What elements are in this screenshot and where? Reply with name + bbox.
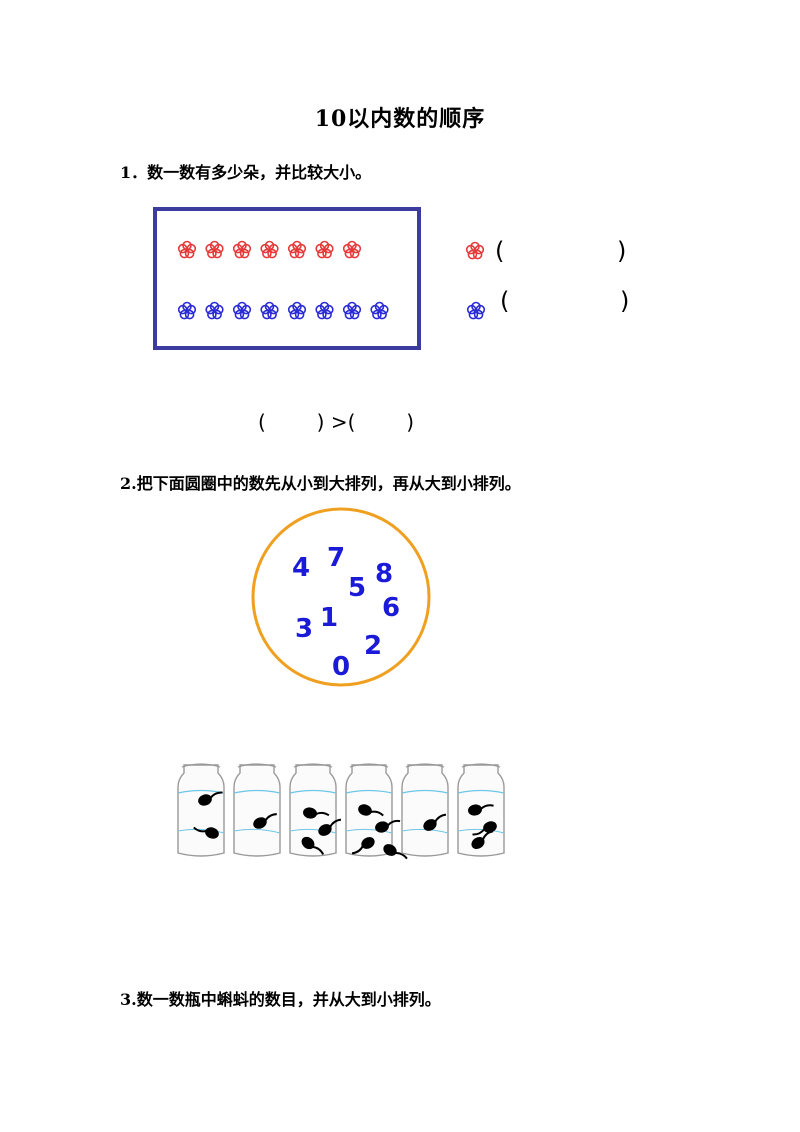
- flower-icon: [205, 240, 224, 259]
- flower-icon: [177, 240, 197, 259]
- circle-number: 3: [295, 614, 313, 644]
- flower-icon: [287, 301, 307, 320]
- number-circle: 4 7 5 8 6 3 1 2 0: [251, 507, 431, 687]
- flower-icon: [232, 301, 252, 320]
- tadpole-icon: [193, 826, 219, 839]
- flower-icon: [465, 241, 485, 260]
- red-flower-icon: [465, 241, 485, 260]
- tadpole-icon: [468, 804, 494, 816]
- compare-answer[interactable]: ( ) >( ): [258, 410, 415, 434]
- jar: [401, 763, 449, 857]
- tadpole-icon: [303, 807, 330, 819]
- orange-circle: [251, 507, 431, 687]
- circle-number: 7: [327, 543, 345, 573]
- red-answer-paren-left[interactable]: (: [495, 237, 505, 265]
- flower-icon: [260, 301, 279, 320]
- blue-flower-row: [177, 301, 389, 320]
- tadpole-icon: [375, 819, 401, 833]
- circle-number: 2: [364, 631, 382, 661]
- flower-icon: [315, 301, 334, 320]
- tadpole-icon: [472, 821, 497, 836]
- tadpole-icon: [358, 804, 384, 817]
- circle-number: 4: [292, 553, 310, 583]
- tadpole-jars: [177, 763, 505, 860]
- blue-answer-paren-right[interactable]: ): [620, 287, 630, 315]
- circle-number: 0: [332, 652, 350, 682]
- flower-icon: [287, 240, 307, 259]
- flower-icon: [342, 301, 362, 320]
- red-answer-paren-right[interactable]: ): [617, 237, 627, 265]
- question-1-text: 1．数一数有多少朵，并比较大小。: [120, 163, 372, 182]
- jar: [233, 763, 281, 857]
- blue-answer-paren-left[interactable]: (: [500, 287, 510, 315]
- question-2-text: 2.把下面圆圈中的数先从小到大排列，再从大到小排列。: [120, 474, 521, 493]
- flower-icon: [205, 301, 224, 320]
- tadpole-icon: [253, 813, 277, 829]
- flower-icon: [315, 240, 334, 259]
- tadpole-icon: [383, 844, 408, 860]
- tadpole-icon: [471, 830, 494, 850]
- flower-icon: [370, 301, 389, 320]
- circle-number: 5: [348, 573, 366, 603]
- flower-icon: [342, 240, 362, 259]
- flower-icon: [232, 240, 252, 259]
- circle-number: 6: [382, 593, 400, 623]
- flower-icon: [260, 240, 279, 259]
- flower-icon: [466, 301, 486, 320]
- tadpole-icon: [198, 791, 223, 806]
- circle-number: 8: [375, 559, 393, 589]
- flower-figure: [153, 207, 486, 350]
- tadpole-icon: [351, 837, 375, 855]
- jar: [177, 763, 225, 857]
- page-title: 10以内数的顺序: [314, 106, 486, 132]
- flower-icon: [177, 301, 197, 320]
- tadpole-icon: [301, 836, 325, 855]
- tadpole-icon: [318, 818, 342, 836]
- question-3-text: 3.数一数瓶中蝌蚪的数目，并从大到小排列。: [120, 990, 441, 1009]
- blue-flower-icon: [466, 301, 486, 320]
- tadpole-icon: [423, 813, 447, 831]
- red-flower-row: [177, 240, 362, 259]
- flower-frame: [153, 207, 421, 350]
- circle-number: 1: [320, 603, 338, 633]
